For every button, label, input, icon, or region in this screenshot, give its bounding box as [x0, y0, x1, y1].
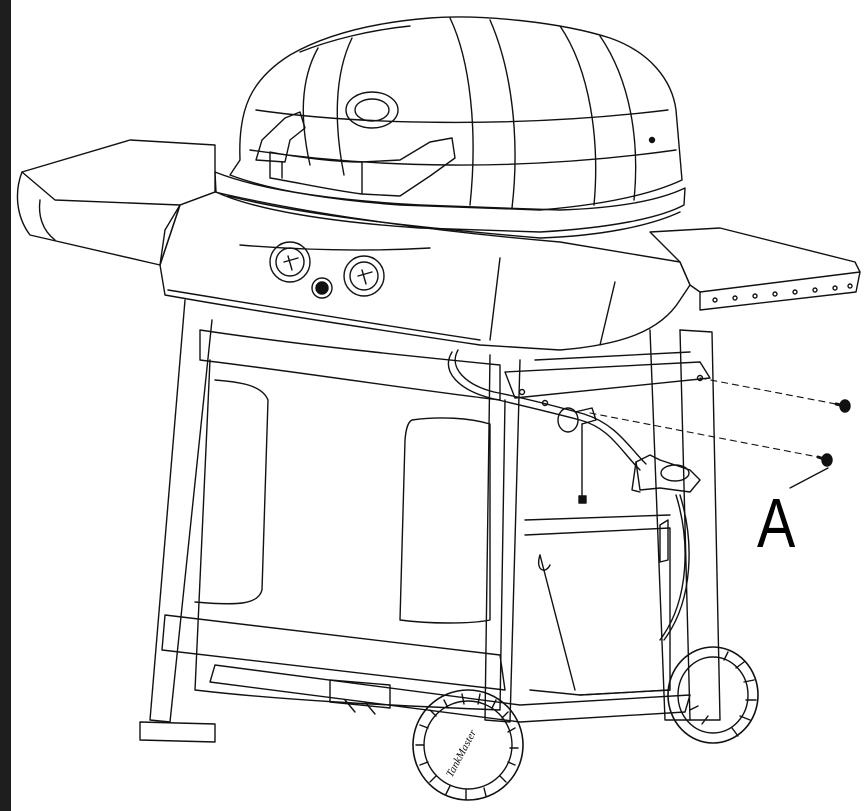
- screw-upper-icon: [834, 399, 851, 413]
- rear-wheel: [667, 646, 759, 744]
- front-wheel: TankMaster: [412, 689, 524, 801]
- callout-label: A: [757, 484, 796, 562]
- assembly-screws: [589, 377, 851, 489]
- cart-frame: [139, 299, 721, 743]
- right-side-shelf: [649, 227, 861, 311]
- frame-border: [0, 0, 11, 811]
- grill-lid: [214, 16, 686, 239]
- gas-hose-regulator: [447, 349, 701, 641]
- screw-lower-icon: [816, 453, 833, 467]
- control-panel: [159, 191, 691, 351]
- callout-leader-line: [789, 467, 829, 489]
- wheel-brand-logo: TankMaster: [444, 727, 479, 779]
